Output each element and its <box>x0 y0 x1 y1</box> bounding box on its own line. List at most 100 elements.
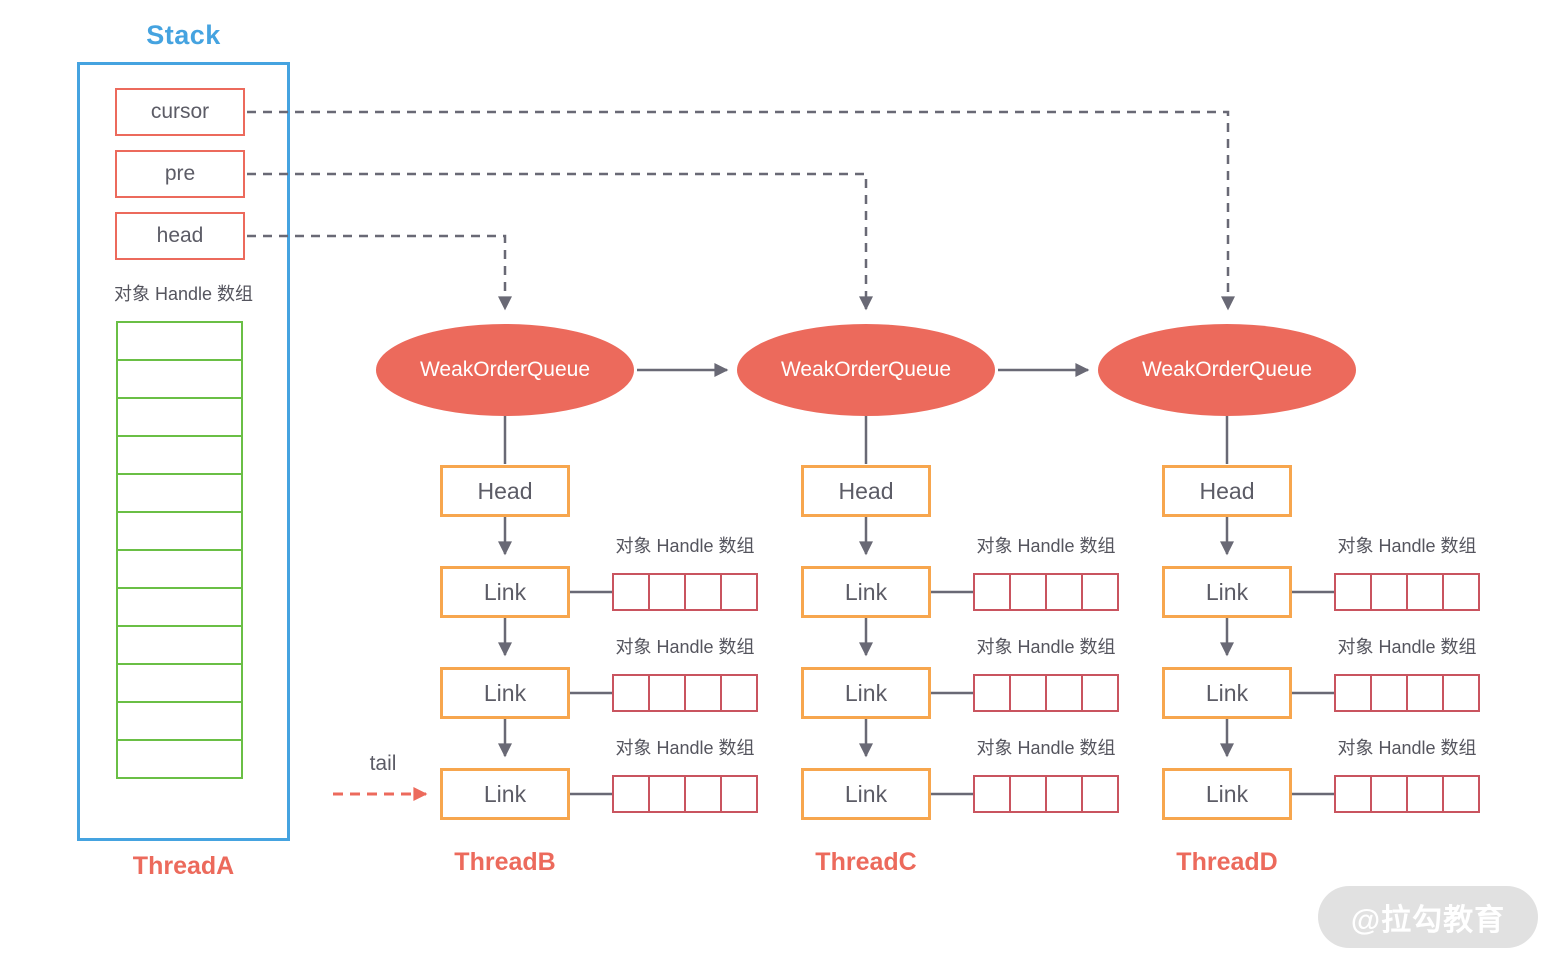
stack-pointer-pre-label: pre <box>164 162 196 185</box>
handle-array-label-1: 对象 Handle 数组 <box>976 536 1116 556</box>
tail-label: tail <box>369 752 397 775</box>
array-cell <box>1334 674 1372 712</box>
array-cell <box>1406 573 1444 611</box>
array-cell <box>116 549 243 589</box>
head-node-label: Head <box>838 477 894 504</box>
array-cell <box>1334 573 1372 611</box>
head-node-label: Head <box>1199 477 1255 504</box>
array-cell <box>612 573 650 611</box>
head-node: Head <box>440 465 570 517</box>
thread-d-label: ThreadD <box>1176 848 1278 876</box>
array-cell <box>684 573 722 611</box>
link-node-label: Link <box>844 679 888 706</box>
link-node-label: Link <box>483 578 527 605</box>
link-node-label: Link <box>1205 780 1249 807</box>
array-cell <box>1442 674 1480 712</box>
handle-array-label-3: 对象 Handle 数组 <box>1337 738 1477 758</box>
stack-pointer-head: head <box>115 212 245 260</box>
queue-column-threadB: WeakOrderQueue Head Link Link Link 对象 Ha… <box>376 324 758 894</box>
link-node-2: Link <box>1162 667 1292 719</box>
handle-array-label-2: 对象 Handle 数组 <box>976 637 1116 657</box>
head-node: Head <box>801 465 931 517</box>
handle-array-2 <box>973 674 1119 712</box>
head-node-label: Head <box>477 477 533 504</box>
handle-array-label-2: 对象 Handle 数组 <box>615 637 755 657</box>
stack-pointer-cursor: cursor <box>115 88 245 136</box>
link-node-label: Link <box>1205 679 1249 706</box>
link-node-2: Link <box>801 667 931 719</box>
handle-array-label-1: 对象 Handle 数组 <box>615 536 755 556</box>
handle-array-label-1: 对象 Handle 数组 <box>1337 536 1477 556</box>
handle-array-2 <box>612 674 758 712</box>
watermark-text: @拉勾教育 <box>1350 904 1506 937</box>
array-cell <box>1009 573 1047 611</box>
array-cell <box>116 473 243 513</box>
handle-array-3 <box>973 775 1119 813</box>
array-cell <box>1406 674 1444 712</box>
cursor-connector-line <box>247 110 1235 311</box>
queue-column-threadD: WeakOrderQueue Head Link Link Link 对象 Ha… <box>1098 324 1480 894</box>
array-cell <box>1081 573 1119 611</box>
head-node: Head <box>1162 465 1292 517</box>
array-cell <box>720 674 758 712</box>
array-cell <box>720 573 758 611</box>
array-cell <box>116 701 243 741</box>
array-cell <box>116 397 243 437</box>
link-node-3: Link <box>440 768 570 820</box>
handle-array-label-3: 对象 Handle 数组 <box>976 738 1116 758</box>
stack-handle-array-label: 对象 Handle 数组 <box>113 284 254 304</box>
watermark-badge: @拉勾教育 <box>1318 886 1538 948</box>
thread-a-label: ThreadA <box>132 852 235 880</box>
array-cell <box>1406 775 1444 813</box>
array-cell <box>973 674 1011 712</box>
link-node-label: Link <box>483 679 527 706</box>
handle-array-3 <box>1334 775 1480 813</box>
link-node-label: Link <box>1205 578 1249 605</box>
link-node-2: Link <box>440 667 570 719</box>
stack-title: Stack <box>146 20 221 50</box>
array-cell <box>973 573 1011 611</box>
array-cell <box>1045 775 1083 813</box>
array-cell <box>116 663 243 703</box>
array-cell <box>116 359 243 399</box>
stack-pointer-head-label: head <box>156 224 204 247</box>
handle-array-1 <box>1334 573 1480 611</box>
array-cell <box>648 775 686 813</box>
array-cell <box>116 587 243 627</box>
thread-c-label: ThreadC <box>815 848 917 876</box>
array-cell <box>1370 775 1408 813</box>
array-cell <box>1009 674 1047 712</box>
array-cell <box>1334 775 1372 813</box>
array-cell <box>648 674 686 712</box>
array-cell <box>116 739 243 779</box>
handle-array-1 <box>612 573 758 611</box>
handle-array-label-2: 对象 Handle 数组 <box>1337 637 1477 657</box>
link-node-label: Link <box>483 780 527 807</box>
array-cell <box>1081 775 1119 813</box>
link-node-3: Link <box>1162 768 1292 820</box>
weak-order-queue-label: WeakOrderQueue <box>780 358 952 381</box>
link-node-1: Link <box>440 566 570 618</box>
weak-order-queue-label: WeakOrderQueue <box>1141 358 1313 381</box>
link-node-label: Link <box>844 578 888 605</box>
array-cell <box>1045 674 1083 712</box>
array-cell <box>1045 573 1083 611</box>
array-cell <box>1081 674 1119 712</box>
weak-order-queue-label: WeakOrderQueue <box>419 358 591 381</box>
array-cell <box>1442 775 1480 813</box>
weak-order-queue-ellipse: WeakOrderQueue <box>1098 324 1356 416</box>
array-cell <box>612 775 650 813</box>
array-cell <box>116 321 243 361</box>
handle-array-1 <box>973 573 1119 611</box>
queue-column-threadC: WeakOrderQueue Head Link Link Link 对象 Ha… <box>737 324 1119 894</box>
pre-connector-line <box>247 172 873 311</box>
link-node-label: Link <box>844 780 888 807</box>
array-cell <box>1370 674 1408 712</box>
handle-array-label-3: 对象 Handle 数组 <box>615 738 755 758</box>
array-cell <box>116 625 243 665</box>
array-cell <box>973 775 1011 813</box>
array-cell <box>1442 573 1480 611</box>
array-cell <box>648 573 686 611</box>
array-cell <box>116 511 243 551</box>
stack-handle-array <box>116 321 243 779</box>
